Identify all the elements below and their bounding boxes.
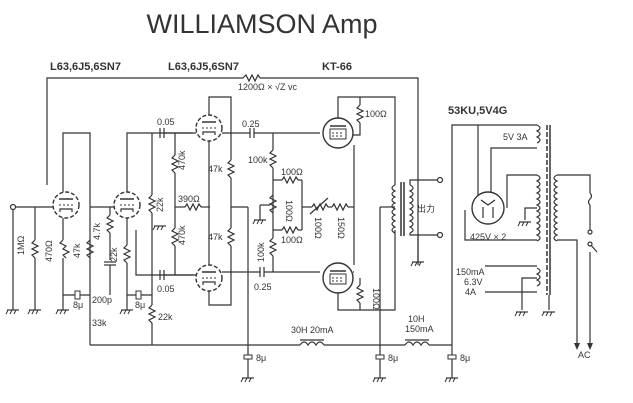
power-supply-filter: 30H 20mA 10H 150mA 8μ 8μ 8μ — [90, 314, 470, 383]
output-pentode-top — [322, 117, 354, 149]
svg-text:30H 20mA: 30H 20mA — [291, 325, 334, 335]
svg-text:0.05: 0.05 — [157, 284, 175, 294]
svg-text:0.05: 0.05 — [157, 117, 175, 127]
svg-text:22k: 22k — [109, 247, 119, 262]
driver-triode-bottom — [195, 264, 223, 292]
svg-text:150mA: 150mA — [456, 267, 485, 277]
input-triode — [52, 191, 80, 219]
svg-text:390Ω: 390Ω — [178, 194, 200, 204]
svg-text:100k: 100k — [256, 242, 266, 262]
svg-text:出力: 出力 — [417, 203, 435, 214]
svg-text:200p: 200p — [92, 295, 112, 305]
svg-text:8μ: 8μ — [388, 353, 398, 363]
svg-text:470k: 470k — [177, 225, 187, 245]
output-transformer: 出力 — [379, 176, 444, 345]
driver-triode-top — [195, 114, 223, 142]
output-tube-label: KT-66 — [322, 61, 352, 73]
input-tube-label: L63,6J5,6SN7 — [50, 61, 121, 73]
svg-text:5V 3A: 5V 3A — [503, 132, 528, 142]
feedback-loop: 1200Ω × √Z vc — [46, 73, 419, 265]
svg-text:47k: 47k — [208, 164, 223, 174]
svg-text:8μ: 8μ — [256, 353, 266, 363]
svg-text:8μ: 8μ — [135, 300, 145, 310]
svg-text:47k: 47k — [208, 232, 223, 242]
svg-text:100Ω: 100Ω — [284, 200, 294, 222]
svg-text:AC: AC — [578, 350, 591, 360]
svg-text:0.25: 0.25 — [254, 282, 272, 292]
svg-text:22k: 22k — [158, 312, 173, 322]
svg-text:10H: 10H — [408, 314, 425, 324]
svg-text:100Ω: 100Ω — [313, 217, 323, 239]
svg-text:8μ: 8μ — [460, 353, 470, 363]
svg-text:470k: 470k — [177, 150, 187, 170]
svg-text:22k: 22k — [155, 197, 165, 212]
svg-text:100Ω: 100Ω — [365, 109, 387, 119]
svg-text:425V × 2: 425V × 2 — [470, 232, 506, 242]
diagram-title: WILLIAMSON Amp — [146, 9, 377, 39]
output-terminal-bottom — [436, 231, 444, 239]
svg-text:0.25: 0.25 — [242, 119, 260, 129]
power-supply: 5V 3A 425V × 2 AC 150mA 6.3V 4A — [451, 124, 598, 360]
svg-text:100Ω: 100Ω — [281, 167, 303, 177]
rectifier-tube-label: 53KU,5V4G — [448, 105, 507, 117]
svg-text:4.7k: 4.7k — [92, 222, 102, 240]
svg-text:150Ω: 150Ω — [336, 217, 346, 239]
feedback-resistor-label: 1200Ω × √Z vc — [238, 82, 297, 92]
svg-text:4A: 4A — [465, 287, 476, 297]
input-resistor: 1MΩ — [16, 207, 42, 315]
svg-text:470Ω: 470Ω — [44, 240, 54, 262]
svg-text:6.3V: 6.3V — [464, 277, 483, 287]
svg-text:1MΩ: 1MΩ — [16, 235, 26, 255]
svg-text:100Ω: 100Ω — [371, 288, 381, 310]
svg-text:150mA: 150mA — [405, 324, 434, 334]
svg-text:33k: 33k — [92, 318, 107, 328]
output-pentode-bottom — [322, 262, 354, 294]
phase-splitter-triode — [113, 191, 141, 219]
output-terminal-top — [436, 176, 444, 184]
svg-text:47k: 47k — [72, 243, 82, 258]
svg-text:8μ: 8μ — [73, 300, 83, 310]
svg-text:100k: 100k — [248, 155, 268, 165]
rectifier-tube — [471, 191, 505, 225]
driver-tube-label: L63,6J5,6SN7 — [168, 61, 239, 73]
svg-text:100Ω: 100Ω — [281, 235, 303, 245]
